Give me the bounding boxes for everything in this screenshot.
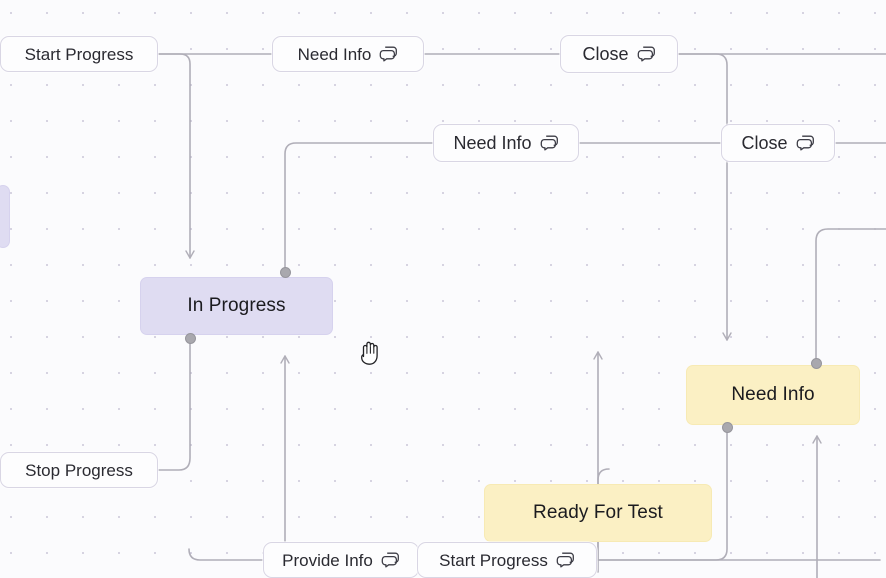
speech-bubble-icon — [796, 135, 815, 151]
edge-label-text: Provide Info — [282, 550, 373, 570]
node-need-info[interactable]: Need Info — [686, 365, 860, 425]
port-need-info-bottom[interactable] — [722, 422, 733, 433]
speech-bubble-icon — [379, 46, 398, 62]
edge-label-need-info-top[interactable]: Need Info — [272, 36, 424, 72]
speech-bubble-icon — [381, 552, 400, 568]
port-in-progress-bottom[interactable] — [185, 333, 196, 344]
node-label: Need Info — [731, 384, 815, 405]
grab-hand-cursor — [356, 339, 382, 372]
edge-label-text: Need Info — [297, 44, 372, 64]
speech-bubble-icon — [540, 135, 559, 151]
edge-label-close-second-row[interactable]: Close — [721, 124, 835, 162]
port-in-progress-top[interactable] — [280, 267, 291, 278]
speech-bubble-icon — [556, 552, 575, 568]
node-label: Ready For Test — [533, 502, 663, 523]
edge-label-start-progress-bottom[interactable]: Start Progress — [417, 542, 597, 578]
edge-label-stop-progress[interactable]: Stop Progress — [0, 452, 158, 488]
edge-label-close-top[interactable]: Close — [560, 35, 678, 73]
edge-label-text: Start Progress — [439, 550, 548, 570]
node-clipped-left[interactable] — [0, 185, 10, 248]
edge-label-text: Stop Progress — [25, 460, 133, 480]
edge-label-need-info-second-row[interactable]: Need Info — [433, 124, 579, 162]
edge-label-text: Close — [582, 44, 629, 64]
node-label: In Progress — [187, 295, 286, 316]
edge-label-start-progress-top[interactable]: Start Progress — [0, 36, 158, 72]
speech-bubble-icon — [637, 46, 656, 62]
port-need-info-top[interactable] — [811, 358, 822, 369]
edge-label-text: Close — [741, 133, 788, 153]
edge-label-text: Start Progress — [24, 44, 134, 64]
node-in-progress[interactable]: In Progress — [140, 277, 333, 335]
edge-label-text: Need Info — [453, 133, 532, 153]
node-ready-for-test[interactable]: Ready For Test — [484, 484, 712, 542]
edge-label-provide-info[interactable]: Provide Info — [263, 542, 419, 578]
